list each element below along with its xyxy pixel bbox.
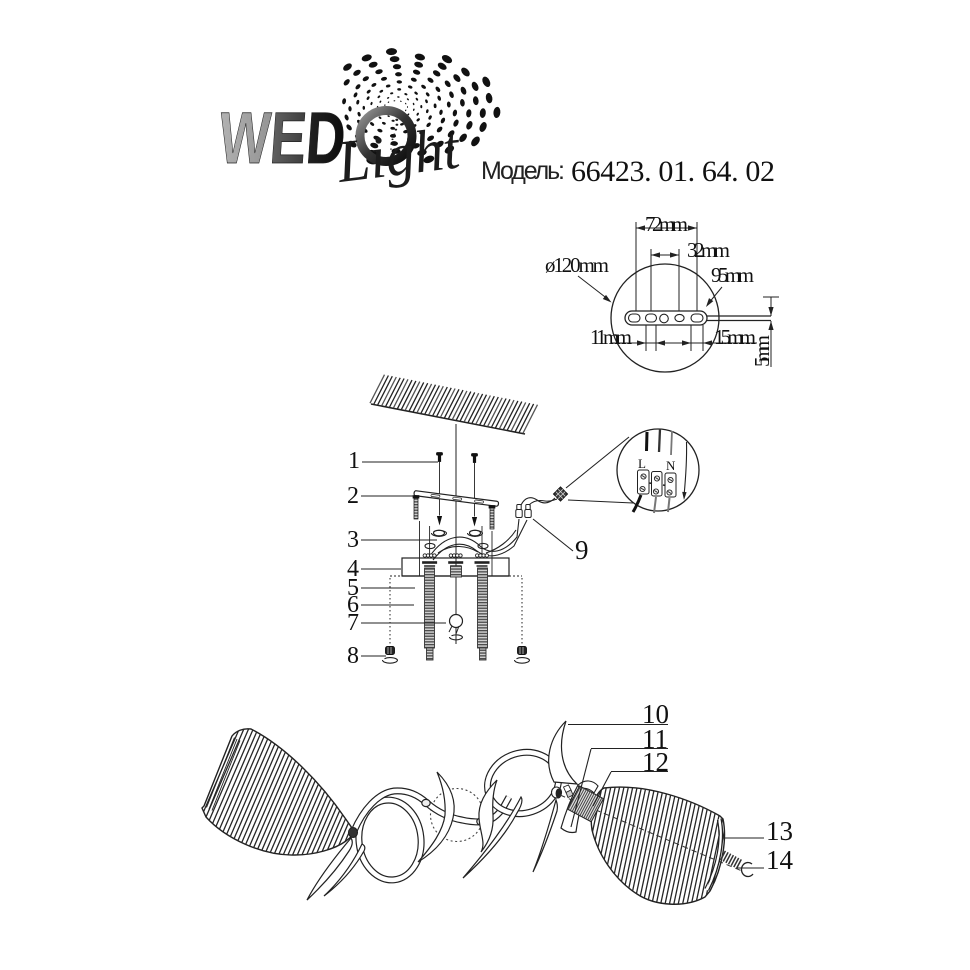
svg-text:72mm: 72mm [645, 212, 688, 236]
svg-text:ø120mm: ø120mm [545, 253, 609, 277]
svg-text:11mm: 11mm [590, 325, 632, 349]
svg-text:N: N [666, 458, 676, 473]
svg-text:66423. 01. 64. 02: 66423. 01. 64. 02 [571, 155, 775, 188]
svg-text:6: 6 [347, 592, 359, 618]
svg-text:5: 5 [347, 575, 359, 601]
svg-text:Light: Light [333, 114, 464, 195]
svg-text:WED: WED [216, 98, 348, 179]
svg-text:L: L [638, 456, 646, 471]
svg-text:3: 3 [347, 527, 359, 553]
svg-text:2: 2 [347, 483, 359, 509]
svg-text:7: 7 [347, 610, 359, 636]
svg-text:95mm: 95mm [711, 263, 754, 287]
svg-text:8: 8 [347, 643, 359, 669]
svg-text:12: 12 [642, 747, 669, 777]
svg-text:13: 13 [766, 816, 793, 846]
svg-text:14: 14 [766, 845, 794, 875]
svg-text:4: 4 [347, 556, 359, 582]
svg-text:32mm: 32mm [687, 238, 730, 262]
svg-text:15mm: 15mm [714, 325, 756, 349]
svg-text:1: 1 [348, 448, 360, 474]
svg-text:9: 9 [575, 535, 589, 565]
svg-text:5mm: 5mm [750, 335, 774, 367]
svg-text:Модель:: Модель: [481, 157, 565, 185]
